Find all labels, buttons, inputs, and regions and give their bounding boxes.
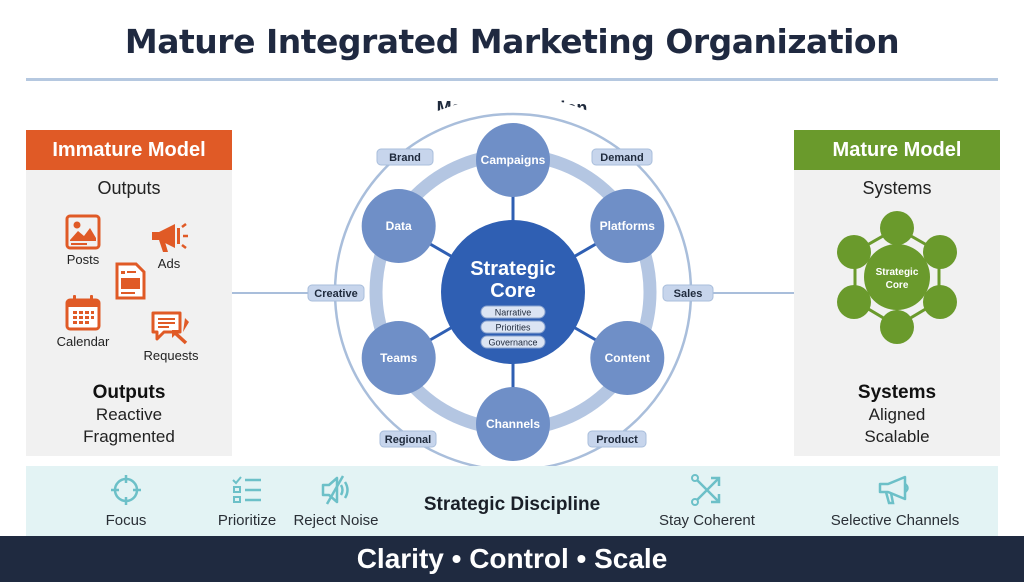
- node-content: [590, 321, 665, 395]
- tag-sales: [662, 284, 714, 302]
- core-pill-label: Priorities: [495, 323, 531, 333]
- mature-node: [837, 285, 871, 319]
- mature-core-node: [864, 244, 930, 310]
- output-document: [112, 262, 148, 302]
- mature-model-header: Mature Model: [794, 130, 1000, 170]
- node-label: Content: [605, 351, 650, 365]
- node-label: Teams: [380, 351, 417, 365]
- tag-creative: [307, 284, 365, 302]
- node-data: [361, 189, 436, 263]
- output-ads: Ads: [144, 222, 194, 271]
- band-title: Strategic Discipline: [423, 494, 601, 515]
- tag-demand: [591, 148, 653, 166]
- mature-model-summary: Systems Aligned Scalable: [794, 382, 1000, 448]
- core-title: Strategic: [470, 258, 556, 280]
- mature-model-panel: Mature Model Systems Strategic Core Syst…: [794, 130, 1000, 456]
- immature-model-header: Immature Model: [26, 130, 232, 170]
- node-label: Platforms: [600, 219, 656, 233]
- discipline-stay-coherent: Stay Coherent: [652, 474, 762, 529]
- megaphone-icon: [152, 223, 188, 252]
- strategic-discipline-band: Strategic Discipline Focus Prioritize Re…: [26, 466, 998, 536]
- discipline-selective-channels: Selective Channels: [820, 474, 970, 529]
- core-pill-label: Narrative: [495, 308, 532, 318]
- mature-node: [880, 310, 914, 344]
- right-connector: [712, 292, 794, 294]
- immature-summary-line: Reactive: [95, 405, 163, 424]
- output-label: Posts: [66, 252, 100, 267]
- discipline-prioritize: Prioritize: [212, 474, 282, 529]
- node-platforms: [590, 189, 665, 263]
- chat-request-icon: [151, 311, 189, 345]
- mature-summary-line: Scalable: [864, 427, 930, 446]
- tag-label: Sales: [674, 288, 703, 300]
- strategic-core-circle: [441, 220, 585, 364]
- mature-core-label: Core: [886, 280, 909, 291]
- discipline-label: Stay Coherent: [659, 512, 755, 529]
- node-campaigns: [476, 123, 550, 197]
- crosshair-icon: [111, 475, 141, 505]
- output-label: Ads: [157, 256, 181, 271]
- discipline-label: Selective Channels: [830, 512, 960, 529]
- output-posts: Posts: [56, 214, 110, 267]
- megaphone-icon: [878, 475, 909, 505]
- shuffle-arrows-icon: [691, 474, 721, 506]
- tag-label: Brand: [389, 152, 421, 164]
- immature-model-subheader: Outputs: [97, 178, 161, 198]
- mature-model-subheader: Systems: [862, 178, 932, 198]
- mature-summary-line: Aligned: [868, 405, 926, 424]
- footer-tagline: Clarity • Control • Scale: [0, 536, 1024, 582]
- output-requests: Requests: [138, 310, 204, 363]
- core-title: Core: [490, 280, 536, 302]
- title-divider: [26, 78, 998, 81]
- discipline-label: Focus: [105, 512, 147, 529]
- mature-summary-title: Systems: [857, 382, 937, 403]
- checklist-icon: [232, 476, 261, 503]
- tag-label: Regional: [385, 434, 431, 446]
- tag-regional: [379, 430, 437, 448]
- mature-node: [923, 285, 957, 319]
- node-label: Channels: [486, 417, 540, 431]
- mature-node: [880, 211, 914, 245]
- node-channels: [476, 387, 550, 461]
- left-connector: [232, 292, 312, 294]
- document-icon: [115, 262, 146, 300]
- immature-model-panel: Immature Model Outputs Posts Ads: [26, 130, 232, 456]
- discipline-label: Prioritize: [217, 512, 277, 529]
- mature-node: [923, 235, 957, 269]
- tag-product: [587, 430, 647, 448]
- node-label: Campaigns: [481, 153, 546, 167]
- mature-node: [837, 235, 871, 269]
- image-icon: [65, 214, 101, 250]
- tag-label: Product: [596, 434, 638, 446]
- node-teams: [361, 321, 436, 395]
- discipline-reject-noise: Reject Noise: [288, 474, 384, 529]
- mute-speaker-icon: [321, 475, 349, 505]
- immature-model-summary: Outputs Reactive Fragmented: [26, 382, 232, 448]
- core-pill: [480, 305, 546, 319]
- immature-summary-line: Fragmented: [83, 427, 175, 446]
- core-pill: [480, 320, 546, 334]
- core-pill-label: Governance: [488, 338, 537, 348]
- immature-summary-title: Outputs: [92, 382, 166, 403]
- mature-systems-network: Strategic Core: [837, 211, 957, 344]
- tag-brand: [376, 148, 434, 166]
- core-pill: [480, 335, 546, 349]
- output-label: Calendar: [56, 334, 110, 349]
- mature-core-label: Strategic: [876, 267, 919, 278]
- discipline-focus: Focus: [96, 474, 156, 529]
- node-label: Data: [386, 219, 412, 233]
- discipline-label: Reject Noise: [293, 512, 379, 529]
- output-calendar: Calendar: [50, 294, 116, 349]
- output-label: Requests: [143, 348, 199, 363]
- tag-label: Demand: [600, 152, 643, 164]
- page-title: Mature Integrated Marketing Organization: [124, 22, 900, 61]
- tag-label: Creative: [314, 288, 357, 300]
- calendar-icon: [65, 295, 101, 331]
